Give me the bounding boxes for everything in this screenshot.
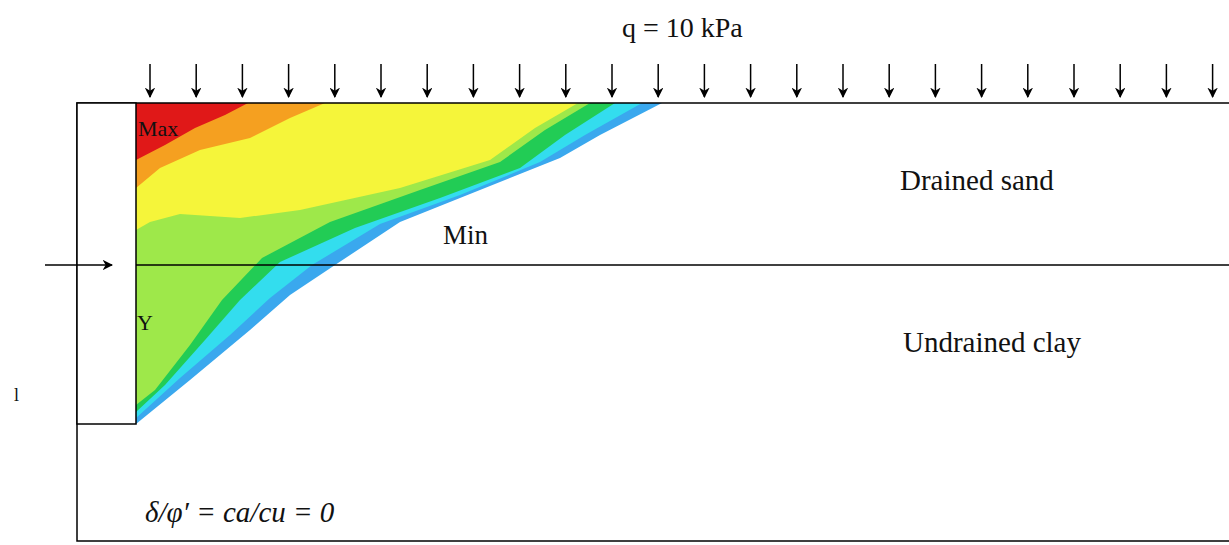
layer-name: Drained sand [900,166,1054,195]
displacement-arrow [45,264,112,266]
contour-cyan [136,103,642,418]
load-arrow [242,64,244,97]
load-arrow [981,64,983,97]
load-arrow [657,64,659,97]
surcharge-arrows [150,64,1213,97]
layer-name: Undrained clay [903,328,1081,357]
load-arrow [288,64,290,97]
load-arrow [426,64,428,97]
load-arrow [750,64,752,97]
load-arrow [380,64,382,97]
load-arrow [195,64,197,97]
load-arrow [842,64,844,97]
contour-yellow [136,103,578,230]
contour-orange [136,103,325,188]
load-arrow [796,64,798,97]
load-arrow [611,64,613,97]
load-arrow [565,64,567,97]
load-arrow [1119,64,1121,97]
contour-red [136,103,248,160]
load-arrow [1166,64,1168,97]
y-label: Y [137,312,153,334]
contour-lightgreen [136,103,590,405]
load-arrow [334,64,336,97]
load-arrow [149,64,151,97]
load-arrow [519,64,521,97]
layer-interface [136,264,1229,266]
contour-blue [136,103,662,424]
interface-note: δ/φ′ = ca/cu = 0 [145,498,334,527]
soil-boundary [77,103,1229,541]
min-label: Min [443,222,488,249]
load-arrow [1212,64,1214,97]
load-arrow [1073,64,1075,97]
load-arrow [704,64,706,97]
load-arrow [1027,64,1029,97]
load-label: q = 10 kPa [622,14,743,42]
contour-green [136,103,615,412]
stray-mark: l [14,386,19,404]
load-arrow [935,64,937,97]
retaining-wall [77,103,136,424]
load-arrow [473,64,475,97]
load-arrow [888,64,890,97]
max-label: Max [138,118,178,140]
